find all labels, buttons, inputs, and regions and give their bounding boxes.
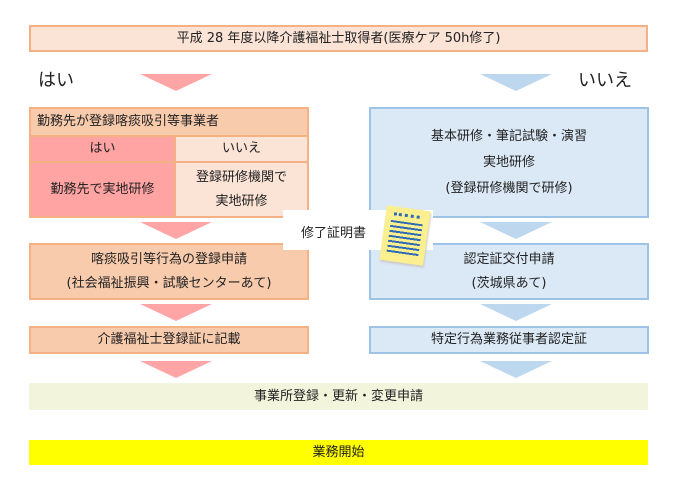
title-text: 平成 28 年度以降介護福祉士取得者(医療ケア 50h修了) <box>176 30 501 46</box>
left-no: いいえ <box>176 137 307 161</box>
text: 認定証交付申請 <box>463 251 555 267</box>
left-step3: 介護福祉士登録証に記載 <box>29 326 309 354</box>
right-training-box: 基本研修・筆記試験・演習 実地研修 (登録研修機関で研修) <box>369 107 649 218</box>
arrow-down <box>140 304 212 321</box>
right-step2: 認定証交付申請 (茨城県あて) <box>369 243 649 300</box>
no-label: いいえ <box>578 70 632 91</box>
text: (社会福祉振興・試験センターあて) <box>66 275 272 291</box>
text: 喀痰吸引等行為の登録申請 <box>90 251 247 267</box>
yes-label: はい <box>38 70 74 91</box>
arrow-down <box>480 361 552 378</box>
text: 基本研修・筆記試験・演習 <box>430 128 587 144</box>
arrow-down <box>140 361 212 378</box>
common-step: 事業所登録・更新・変更申請 <box>29 383 648 410</box>
start-step: 業務開始 <box>29 440 648 465</box>
arrow-down <box>140 74 212 91</box>
left-step2: 喀痰吸引等行為の登録申請 (社会福祉振興・試験センターあて) <box>29 243 309 300</box>
text: 実地研修 <box>482 154 535 170</box>
text: (登録研修機関で研修) <box>445 180 573 196</box>
left-yes-body: 勤務先で実地研修 <box>31 163 174 216</box>
arrow-down <box>480 304 552 321</box>
certificate-label: 修了証明書 <box>301 226 367 241</box>
arrow-down <box>480 74 552 91</box>
text: 実地研修 <box>215 193 268 209</box>
left-no-body: 登録研修機関で実地研修 <box>176 163 307 216</box>
text: (茨城県あて) <box>471 275 547 291</box>
left-yes: はい <box>31 137 174 161</box>
arrow-down <box>480 222 552 239</box>
document-icon <box>379 205 431 266</box>
left-header: 勤務先が登録喀痰吸引等事業者 <box>31 109 307 135</box>
arrow-down <box>140 222 212 239</box>
title-box: 平成 28 年度以降介護福祉士取得者(医療ケア 50h修了) <box>29 25 648 52</box>
text: 登録研修機関で <box>195 169 287 185</box>
left-decision-table: 勤務先が登録喀痰吸引等事業者 はい いいえ 勤務先で実地研修 登録研修機関で実地… <box>29 107 309 218</box>
right-step3: 特定行為業務従事者認定証 <box>369 326 649 354</box>
